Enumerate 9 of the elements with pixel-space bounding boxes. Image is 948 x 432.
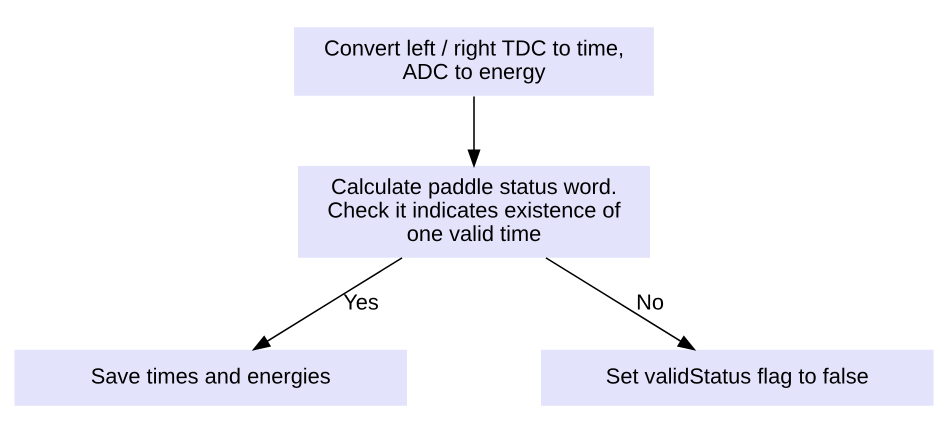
arrow [467,96,481,168]
edge-label: Yes [343,289,379,314]
arrow [252,256,402,350]
edge-label: No [636,289,664,314]
node-box: Convert left / right TDC to time, ADC to energy [294,26,654,96]
arrow [546,256,696,350]
node-box: Set validStatus flag to false [540,349,934,406]
node-box: Calculate paddle status word. Check it indicates existence of one valid time [298,165,650,258]
node-box: Save times and energies [14,349,408,406]
